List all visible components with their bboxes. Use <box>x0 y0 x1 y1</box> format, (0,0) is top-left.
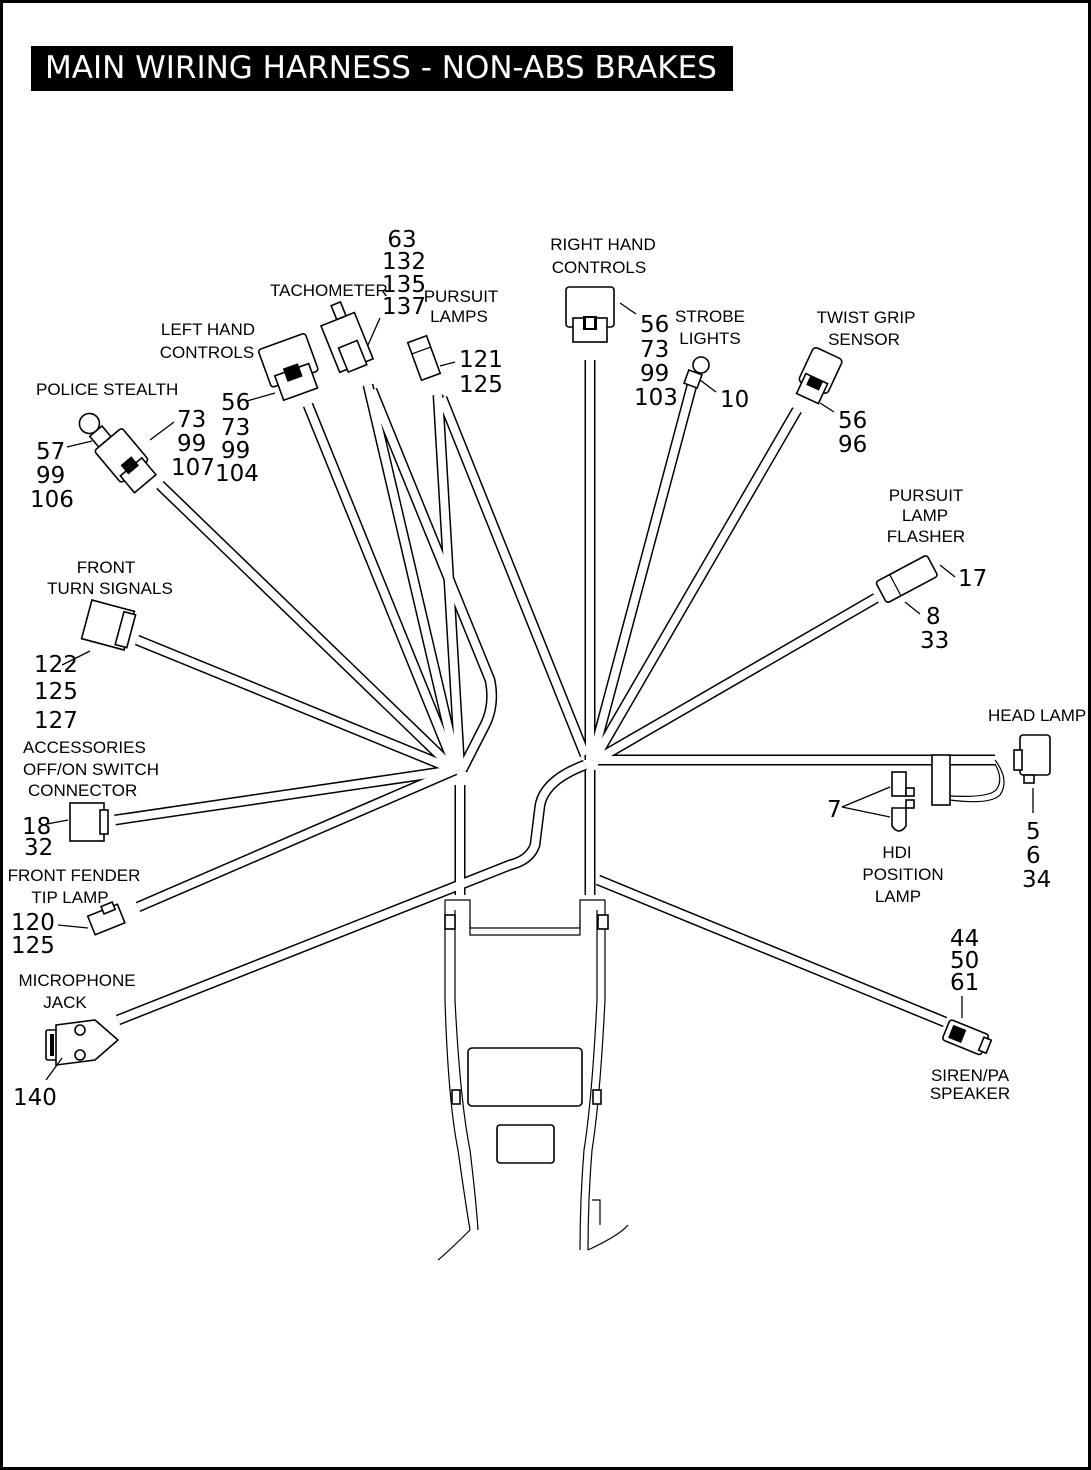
pursuit-lamp-flasher-label-2: LAMP <box>902 506 948 525</box>
callout-tachometer-4: 137 <box>382 294 426 320</box>
callout-twist-grip-2: 96 <box>838 432 867 458</box>
hdi-position-lamp-label-3: LAMP <box>875 887 921 906</box>
left-hand-controls-connector <box>258 333 319 402</box>
accessories-switch-label-1: ACCESSORIES <box>23 738 146 757</box>
callout-police-stealth-r-2: 99 <box>177 431 206 457</box>
callout-strobe-lights-1: 10 <box>720 387 749 413</box>
hdi-position-lamp-label-2: POSITION <box>862 865 943 884</box>
front-fender-tip-lamp-label-1: FRONT FENDER <box>8 866 141 885</box>
callout-accessories-2: 32 <box>24 835 53 861</box>
callout-flasher-bottom-1: 8 <box>926 604 941 630</box>
siren-pa-speaker-label-2: SPEAKER <box>930 1084 1010 1103</box>
callout-head-lamp-3: 34 <box>1022 867 1051 893</box>
callout-police-stealth-l-3: 106 <box>30 487 74 513</box>
callout-left-hand-controls-2: 73 <box>221 415 250 441</box>
callout-pursuit-lamps-2: 125 <box>459 372 503 398</box>
right-hand-controls-label-1: RIGHT HAND <box>550 235 655 254</box>
callout-head-lamp-1: 5 <box>1026 819 1041 845</box>
front-turn-signals-label-1: FRONT <box>77 558 136 577</box>
callout-left-hand-controls-4: 104 <box>215 461 259 487</box>
callout-tachometer-3: 135 <box>382 272 426 298</box>
component-labels: TACHOMETER PURSUIT LAMPS RIGHT HAND CONT… <box>8 235 1087 1103</box>
front-fender-tip-lamp-connector <box>86 900 126 936</box>
callout-police-stealth-l-2: 99 <box>36 463 65 489</box>
front-turn-signals-label-2: TURN SIGNALS <box>47 579 173 598</box>
accessories-switch-connector <box>69 802 109 842</box>
callout-left-hand-controls-1: 56 <box>221 390 250 416</box>
callout-numbers: 63 132 135 137 121 125 56 73 99 103 10 5… <box>11 227 1051 1111</box>
callout-front-turn-3: 127 <box>34 708 78 734</box>
callout-tachometer-1: 63 <box>387 227 416 253</box>
accessories-switch-label-3: CONNECTOR <box>28 781 137 800</box>
microphone-jack-label-1: MICROPHONE <box>18 971 135 990</box>
accessories-switch-label-2: OFF/ON SWITCH <box>23 760 159 779</box>
callout-flasher-top-1: 17 <box>958 566 987 592</box>
siren-pa-speaker-connector <box>942 1019 993 1056</box>
callout-flasher-bottom-2: 33 <box>920 628 949 654</box>
strobe-lights-connector <box>683 356 710 389</box>
callout-fender-tip-1: 120 <box>11 910 55 936</box>
twist-grip-sensor-label-2: SENSOR <box>828 330 900 349</box>
callout-tachometer-2: 132 <box>382 249 426 275</box>
diagram-title: MAIN WIRING HARNESS - NON-ABS BRAKES <box>45 50 717 86</box>
callout-accessories-1: 18 <box>22 814 51 840</box>
twist-grip-sensor-label-1: TWIST GRIP <box>817 308 916 327</box>
callout-left-hand-controls-3: 99 <box>221 438 250 464</box>
head-lamp-label: HEAD LAMP <box>988 706 1086 725</box>
harness-wires <box>114 360 1005 1028</box>
callout-fender-tip-2: 125 <box>11 933 55 959</box>
tachometer-connector <box>319 300 375 374</box>
left-hand-controls-label-2: CONTROLS <box>160 343 254 362</box>
microphone-jack-label-2: JACK <box>43 993 87 1012</box>
pursuit-lamp-flasher-connector <box>875 555 938 604</box>
police-stealth-connector <box>78 412 158 494</box>
callout-police-stealth-l-1: 57 <box>36 439 65 465</box>
pursuit-lamp-flasher-label-1: PURSUIT <box>889 486 964 505</box>
callout-pursuit-lamps-1: 121 <box>459 347 503 373</box>
strobe-lights-label-2: LIGHTS <box>679 329 740 348</box>
tachometer-label: TACHOMETER <box>270 281 388 300</box>
callout-right-hand-controls-2: 73 <box>640 337 669 363</box>
callout-right-hand-controls-1: 56 <box>640 312 669 338</box>
front-fender-tip-lamp-label-2: TIP LAMP <box>31 888 108 907</box>
harness-trough <box>437 899 629 1261</box>
title-bar: MAIN WIRING HARNESS - NON-ABS BRAKES <box>31 46 733 91</box>
hdi-position-lamp-label-1: HDI <box>882 843 911 862</box>
strobe-lights-label-1: STROBE <box>675 307 745 326</box>
front-turn-signals-connector <box>80 599 137 651</box>
head-lamp-connector <box>931 734 1051 806</box>
left-hand-controls-label-1: LEFT HAND <box>161 320 255 339</box>
pursuit-lamp-flasher-label-3: FLASHER <box>887 527 965 546</box>
callout-twist-grip-1: 56 <box>838 408 867 434</box>
pursuit-lamps-label-1: PURSUIT <box>424 287 499 306</box>
hdi-position-lamp-connector <box>891 771 915 832</box>
right-hand-controls-connector <box>565 286 615 343</box>
callout-front-turn-2: 125 <box>34 679 78 705</box>
callout-right-hand-controls-4: 103 <box>634 385 678 411</box>
callout-front-turn-1: 122 <box>34 652 78 678</box>
callout-siren-3: 61 <box>950 970 979 996</box>
leader-lines <box>45 302 1034 1081</box>
callout-police-stealth-r-3: 107 <box>171 455 215 481</box>
callout-police-stealth-r-1: 73 <box>177 407 206 433</box>
pursuit-lamps-connector <box>406 334 442 382</box>
callout-head-lamp-2: 6 <box>1026 843 1041 869</box>
callout-siren-2: 50 <box>950 948 979 974</box>
pursuit-lamps-label-2: LAMPS <box>430 307 488 326</box>
callout-microphone-1: 140 <box>13 1085 57 1111</box>
callout-siren-1: 44 <box>950 926 979 952</box>
twist-grip-sensor-connector <box>795 346 843 405</box>
callout-right-hand-controls-3: 99 <box>640 361 669 387</box>
right-hand-controls-label-2: CONTROLS <box>552 258 646 277</box>
siren-pa-speaker-label-1: SIREN/PA <box>931 1066 1010 1085</box>
callout-hdi-1: 7 <box>827 797 842 823</box>
police-stealth-label: POLICE STEALTH <box>36 380 178 399</box>
microphone-jack-connector <box>45 1019 120 1066</box>
